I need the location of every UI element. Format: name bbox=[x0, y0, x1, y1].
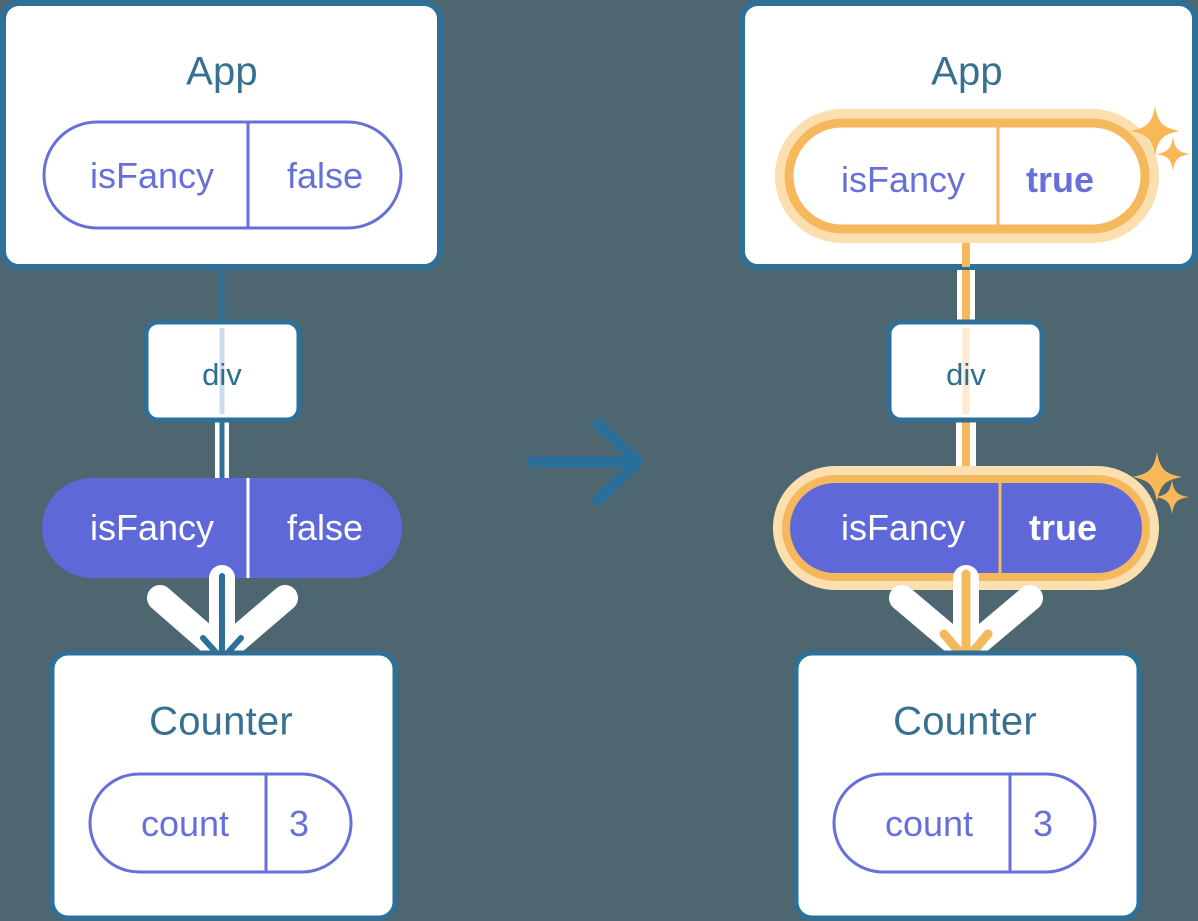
right-counter-state-pill bbox=[832, 772, 1097, 874]
sparkle-icon-prop-large bbox=[1132, 452, 1182, 502]
left-app-state-pill bbox=[42, 120, 403, 230]
sparkle-icon-app-large bbox=[1130, 106, 1180, 156]
right-app-state-pill bbox=[784, 118, 1150, 234]
right-prop-pill-ring bbox=[782, 475, 1150, 581]
left-counter-state-pill bbox=[88, 772, 353, 874]
transition-arrow-right-icon bbox=[527, 418, 644, 506]
sparkle-icon-app-small bbox=[1156, 137, 1190, 171]
right-app-state-pill-glow bbox=[775, 109, 1159, 243]
left-prop-pill bbox=[42, 478, 402, 578]
left-prop-arrow bbox=[200, 573, 244, 662]
sparkle-icon-prop-small bbox=[1155, 480, 1189, 514]
